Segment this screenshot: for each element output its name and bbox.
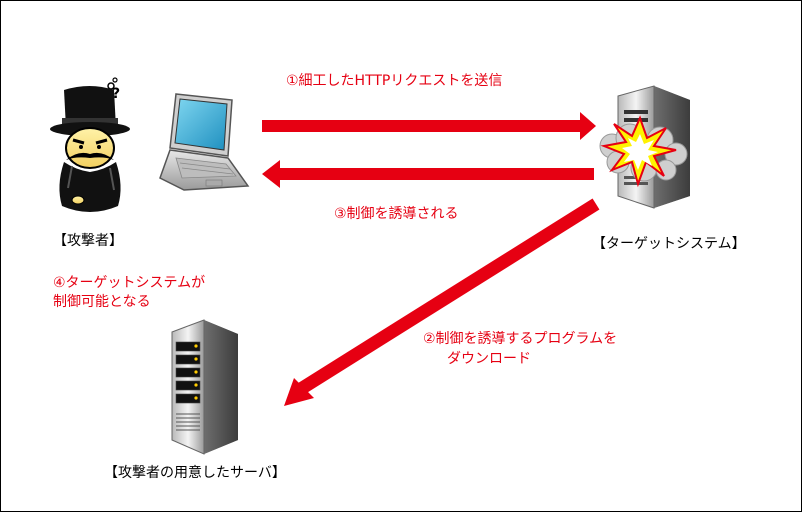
step4-label-line2: 制御可能となる xyxy=(53,294,151,310)
server-tower-icon xyxy=(171,319,238,455)
target-label: 【ターゲットシステム】 xyxy=(592,236,746,252)
step3-label: ③制御を誘導される xyxy=(334,206,459,222)
exploded-server-icon xyxy=(599,85,690,209)
step2-label-line2: ダウンロード xyxy=(447,351,531,367)
step2-label-line1: ②制御を誘導するプログラムを xyxy=(423,331,618,347)
arrow-step2 xyxy=(284,198,600,406)
arrow-step3 xyxy=(262,160,594,188)
svg-text:?: ? xyxy=(112,86,120,102)
attacker-label: 【攻撃者】 xyxy=(53,233,123,249)
hacker-figure-icon: ? xyxy=(50,77,130,212)
step1-label: ①細工したHTTPリクエストを送信 xyxy=(286,73,503,89)
server-label: 【攻撃者の用意したサーバ】 xyxy=(104,465,286,481)
arrow-step1 xyxy=(262,112,596,140)
step4-label-line1: ④ターゲットシステムが xyxy=(53,275,206,291)
laptop-icon xyxy=(159,93,250,191)
